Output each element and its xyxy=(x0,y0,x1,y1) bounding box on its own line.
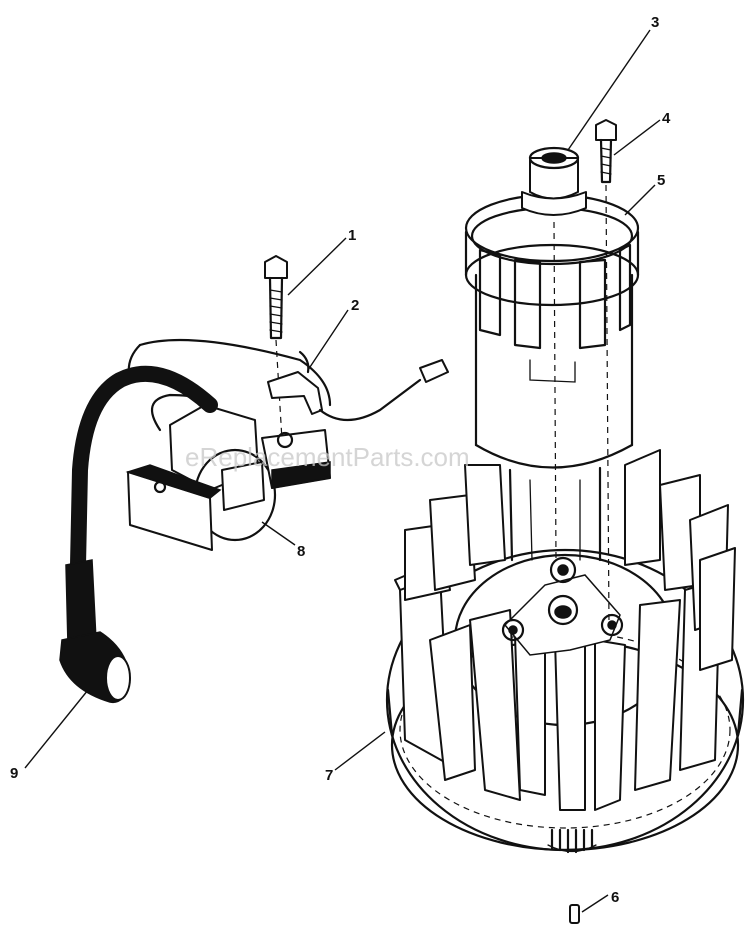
leader-lines xyxy=(24,29,661,913)
callout-8: 8 xyxy=(297,543,305,560)
bolt[interactable] xyxy=(264,255,288,441)
watermark: eReplacementParts.com xyxy=(185,442,470,472)
callout-1: 1 xyxy=(348,227,356,244)
flywheel[interactable] xyxy=(385,449,745,854)
callout-6: 6 xyxy=(611,889,619,906)
spark-plug-boot[interactable] xyxy=(59,365,218,704)
callout-3: 3 xyxy=(651,14,659,31)
flywheel-key[interactable] xyxy=(569,904,580,924)
callout-labels: 1 2 3 4 5 6 7 8 9 xyxy=(10,14,671,906)
starter-cup-nut[interactable] xyxy=(521,146,587,561)
screw[interactable] xyxy=(595,119,617,626)
ignition-armature[interactable] xyxy=(125,393,331,551)
callout-4: 4 xyxy=(662,110,671,127)
callout-5: 5 xyxy=(657,172,665,189)
callout-2: 2 xyxy=(351,297,359,314)
ground-wire[interactable] xyxy=(127,338,449,421)
callout-9: 9 xyxy=(10,765,18,782)
callout-7: 7 xyxy=(325,767,333,784)
